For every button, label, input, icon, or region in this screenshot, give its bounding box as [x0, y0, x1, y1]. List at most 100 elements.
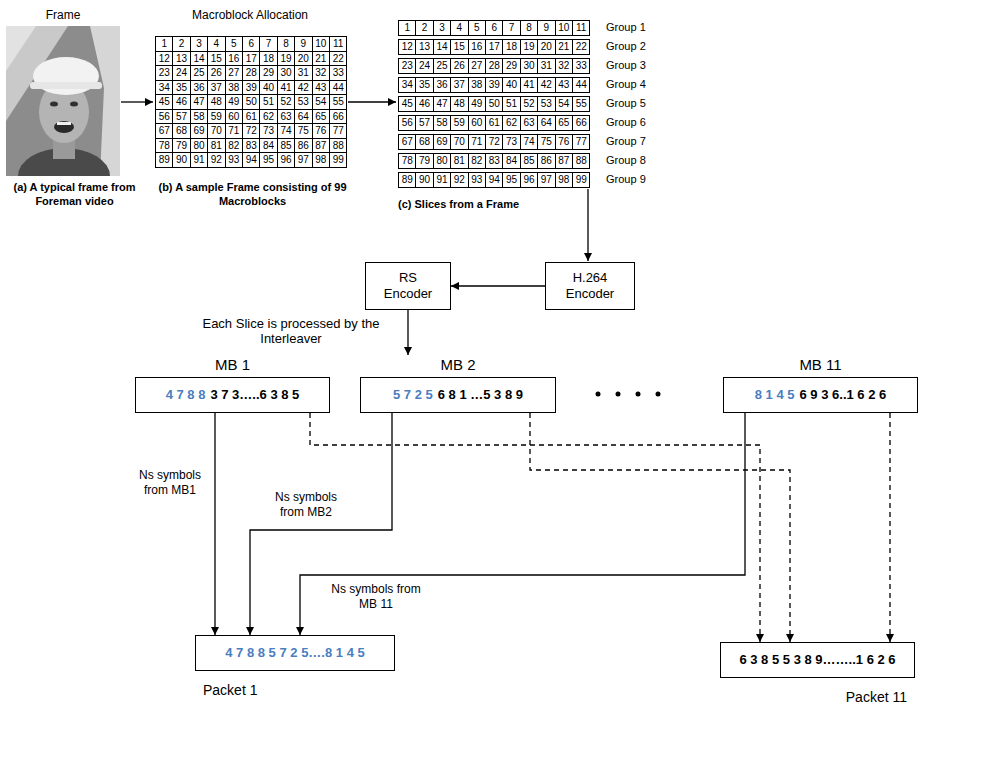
slice-macroblock-number: 11 [572, 20, 590, 36]
slice-macroblock-number: 62 [502, 115, 520, 131]
macroblock-heading: MB 1 [135, 355, 330, 377]
building-wall-light [6, 26, 36, 71]
group-label: Group 5 [606, 96, 676, 111]
macroblock-outline: 8 1 4 56 9 3 6..1 6 2 6 [723, 377, 918, 413]
macroblock-number: 43 [312, 80, 330, 96]
macroblock-number: 49 [225, 94, 243, 110]
macroblock-number: 67 [155, 123, 173, 139]
slice-macroblock-number: 29 [502, 58, 520, 74]
connector [451, 285, 545, 286]
slice-macroblock-number: 70 [450, 134, 468, 150]
macroblock-number: 68 [172, 123, 190, 139]
packet-box: 4 7 8 8 5 7 2 5….8 1 4 5Packet 1 [195, 635, 395, 699]
packet-symbols: 6 3 8 5 5 3 8 9……..1 6 2 6 [739, 652, 895, 668]
macroblock-number: 55 [329, 94, 347, 110]
macroblock-number: 96 [277, 152, 295, 168]
macroblock-number: 90 [172, 152, 190, 168]
slice-macroblock-number: 19 [520, 39, 538, 55]
video-frame-photo [6, 26, 120, 176]
macroblock-box: MB 14 7 8 83 7 3…..6 3 8 5 [135, 355, 330, 413]
slice-macroblock-number: 55 [572, 96, 590, 112]
slice-macroblock-number: 13 [415, 39, 433, 55]
macroblock-number: 71 [225, 123, 243, 139]
dashed-connector [889, 413, 890, 642]
macroblock-number: 22 [329, 51, 347, 67]
slice-macroblock-number: 85 [520, 153, 538, 169]
macroblock-number: 69 [190, 123, 208, 139]
symbols: 3 7 3…..6 3 8 5 [210, 387, 299, 403]
macroblock-number: 50 [242, 94, 260, 110]
slice-macroblock-number: 22 [572, 39, 590, 55]
macroblock-number: 56 [155, 109, 173, 125]
macroblock-number: 82 [225, 138, 243, 154]
connector [214, 413, 215, 635]
slice-macroblock-number: 53 [537, 96, 555, 112]
macroblock-heading: MB 2 [360, 355, 556, 377]
slice-macroblock-number: 9 [537, 20, 555, 36]
macroblock-number: 48 [207, 94, 225, 110]
macroblock-number: 77 [329, 123, 347, 139]
macroblock-number: 51 [259, 94, 277, 110]
slice-macroblock-number: 46 [415, 96, 433, 112]
slice-macroblock-number: 93 [468, 172, 486, 188]
connector-label: Ns symbols from MB1 [126, 468, 214, 498]
macroblock-number: 61 [242, 109, 260, 125]
caption: (b) A sample Frame consisting of 99 Macr… [150, 180, 355, 208]
macroblock-number: 84 [259, 138, 277, 154]
macroblock-number: 18 [259, 51, 277, 67]
slice-macroblock-number: 77 [572, 134, 590, 150]
slice-macroblock-number: 95 [502, 172, 520, 188]
slice-macroblock-number: 59 [450, 115, 468, 131]
slice-macroblock-number: 3 [433, 20, 451, 36]
macroblock-number: 62 [259, 109, 277, 125]
slice-macroblock-number: 21 [555, 39, 573, 55]
slice-macroblock-number: 45 [398, 96, 416, 112]
slice-macroblock-number: 66 [572, 115, 590, 131]
slice-macroblock-number: 44 [572, 77, 590, 93]
macroblock-number: 52 [277, 94, 295, 110]
macroblock-number: 66 [329, 109, 347, 125]
slice-macroblock-number: 65 [555, 115, 573, 131]
packet-outline: 6 3 8 5 5 3 8 9……..1 6 2 6 [720, 642, 915, 678]
dashed-connector [530, 413, 790, 642]
slice-macroblock-number: 27 [468, 58, 486, 74]
group-label: Group 9 [606, 172, 676, 187]
slice-macroblock-number: 87 [555, 153, 573, 169]
group-label: Group 3 [606, 58, 676, 73]
macroblock-number: 70 [207, 123, 225, 139]
macroblock-number: 76 [312, 123, 330, 139]
slice-macroblock-number: 17 [485, 39, 503, 55]
macroblock-number: 81 [207, 138, 225, 154]
packet-box: 6 3 8 5 5 3 8 9……..1 6 2 6Packet 11 [720, 642, 915, 706]
macroblock-number: 40 [259, 80, 277, 96]
slice-macroblock-number: 64 [537, 115, 555, 131]
slice-macroblock-number: 69 [433, 134, 451, 150]
macroblock-number: 94 [242, 152, 260, 168]
group-label: Group 6 [606, 115, 676, 130]
macroblock-number: 63 [277, 109, 295, 125]
slice-macroblock-number: 74 [520, 134, 538, 150]
slice-macroblock-number: 51 [502, 96, 520, 112]
group-label: Group 2 [606, 39, 676, 54]
macroblock-number: 60 [225, 109, 243, 125]
packet-symbols: 4 7 8 8 5 7 2 5….8 1 4 5 [225, 645, 365, 661]
macroblock-number: 24 [172, 65, 190, 81]
macroblock-number: 57 [172, 109, 190, 125]
macroblock-number: 86 [294, 138, 312, 154]
caption: (c) Slices from a Frame [398, 197, 568, 211]
slice-macroblock-number: 18 [502, 39, 520, 55]
macroblock-number: 87 [312, 138, 330, 154]
macroblock-number: 79 [172, 138, 190, 154]
flow-arrow [121, 101, 153, 102]
slice-macroblock-number: 15 [450, 39, 468, 55]
slice-macroblock-number: 84 [502, 153, 520, 169]
slice-macroblock-number: 71 [468, 134, 486, 150]
slice-macroblock-number: 75 [537, 134, 555, 150]
slice-macroblock-number: 91 [433, 172, 451, 188]
slice-macroblock-number: 49 [468, 96, 486, 112]
slice-macroblock-number: 28 [485, 58, 503, 74]
slice-macroblock-number: 52 [520, 96, 538, 112]
slice-macroblock-number: 20 [537, 39, 555, 55]
slice-macroblock-number: 83 [485, 153, 503, 169]
slice-macroblock-number: 50 [485, 96, 503, 112]
